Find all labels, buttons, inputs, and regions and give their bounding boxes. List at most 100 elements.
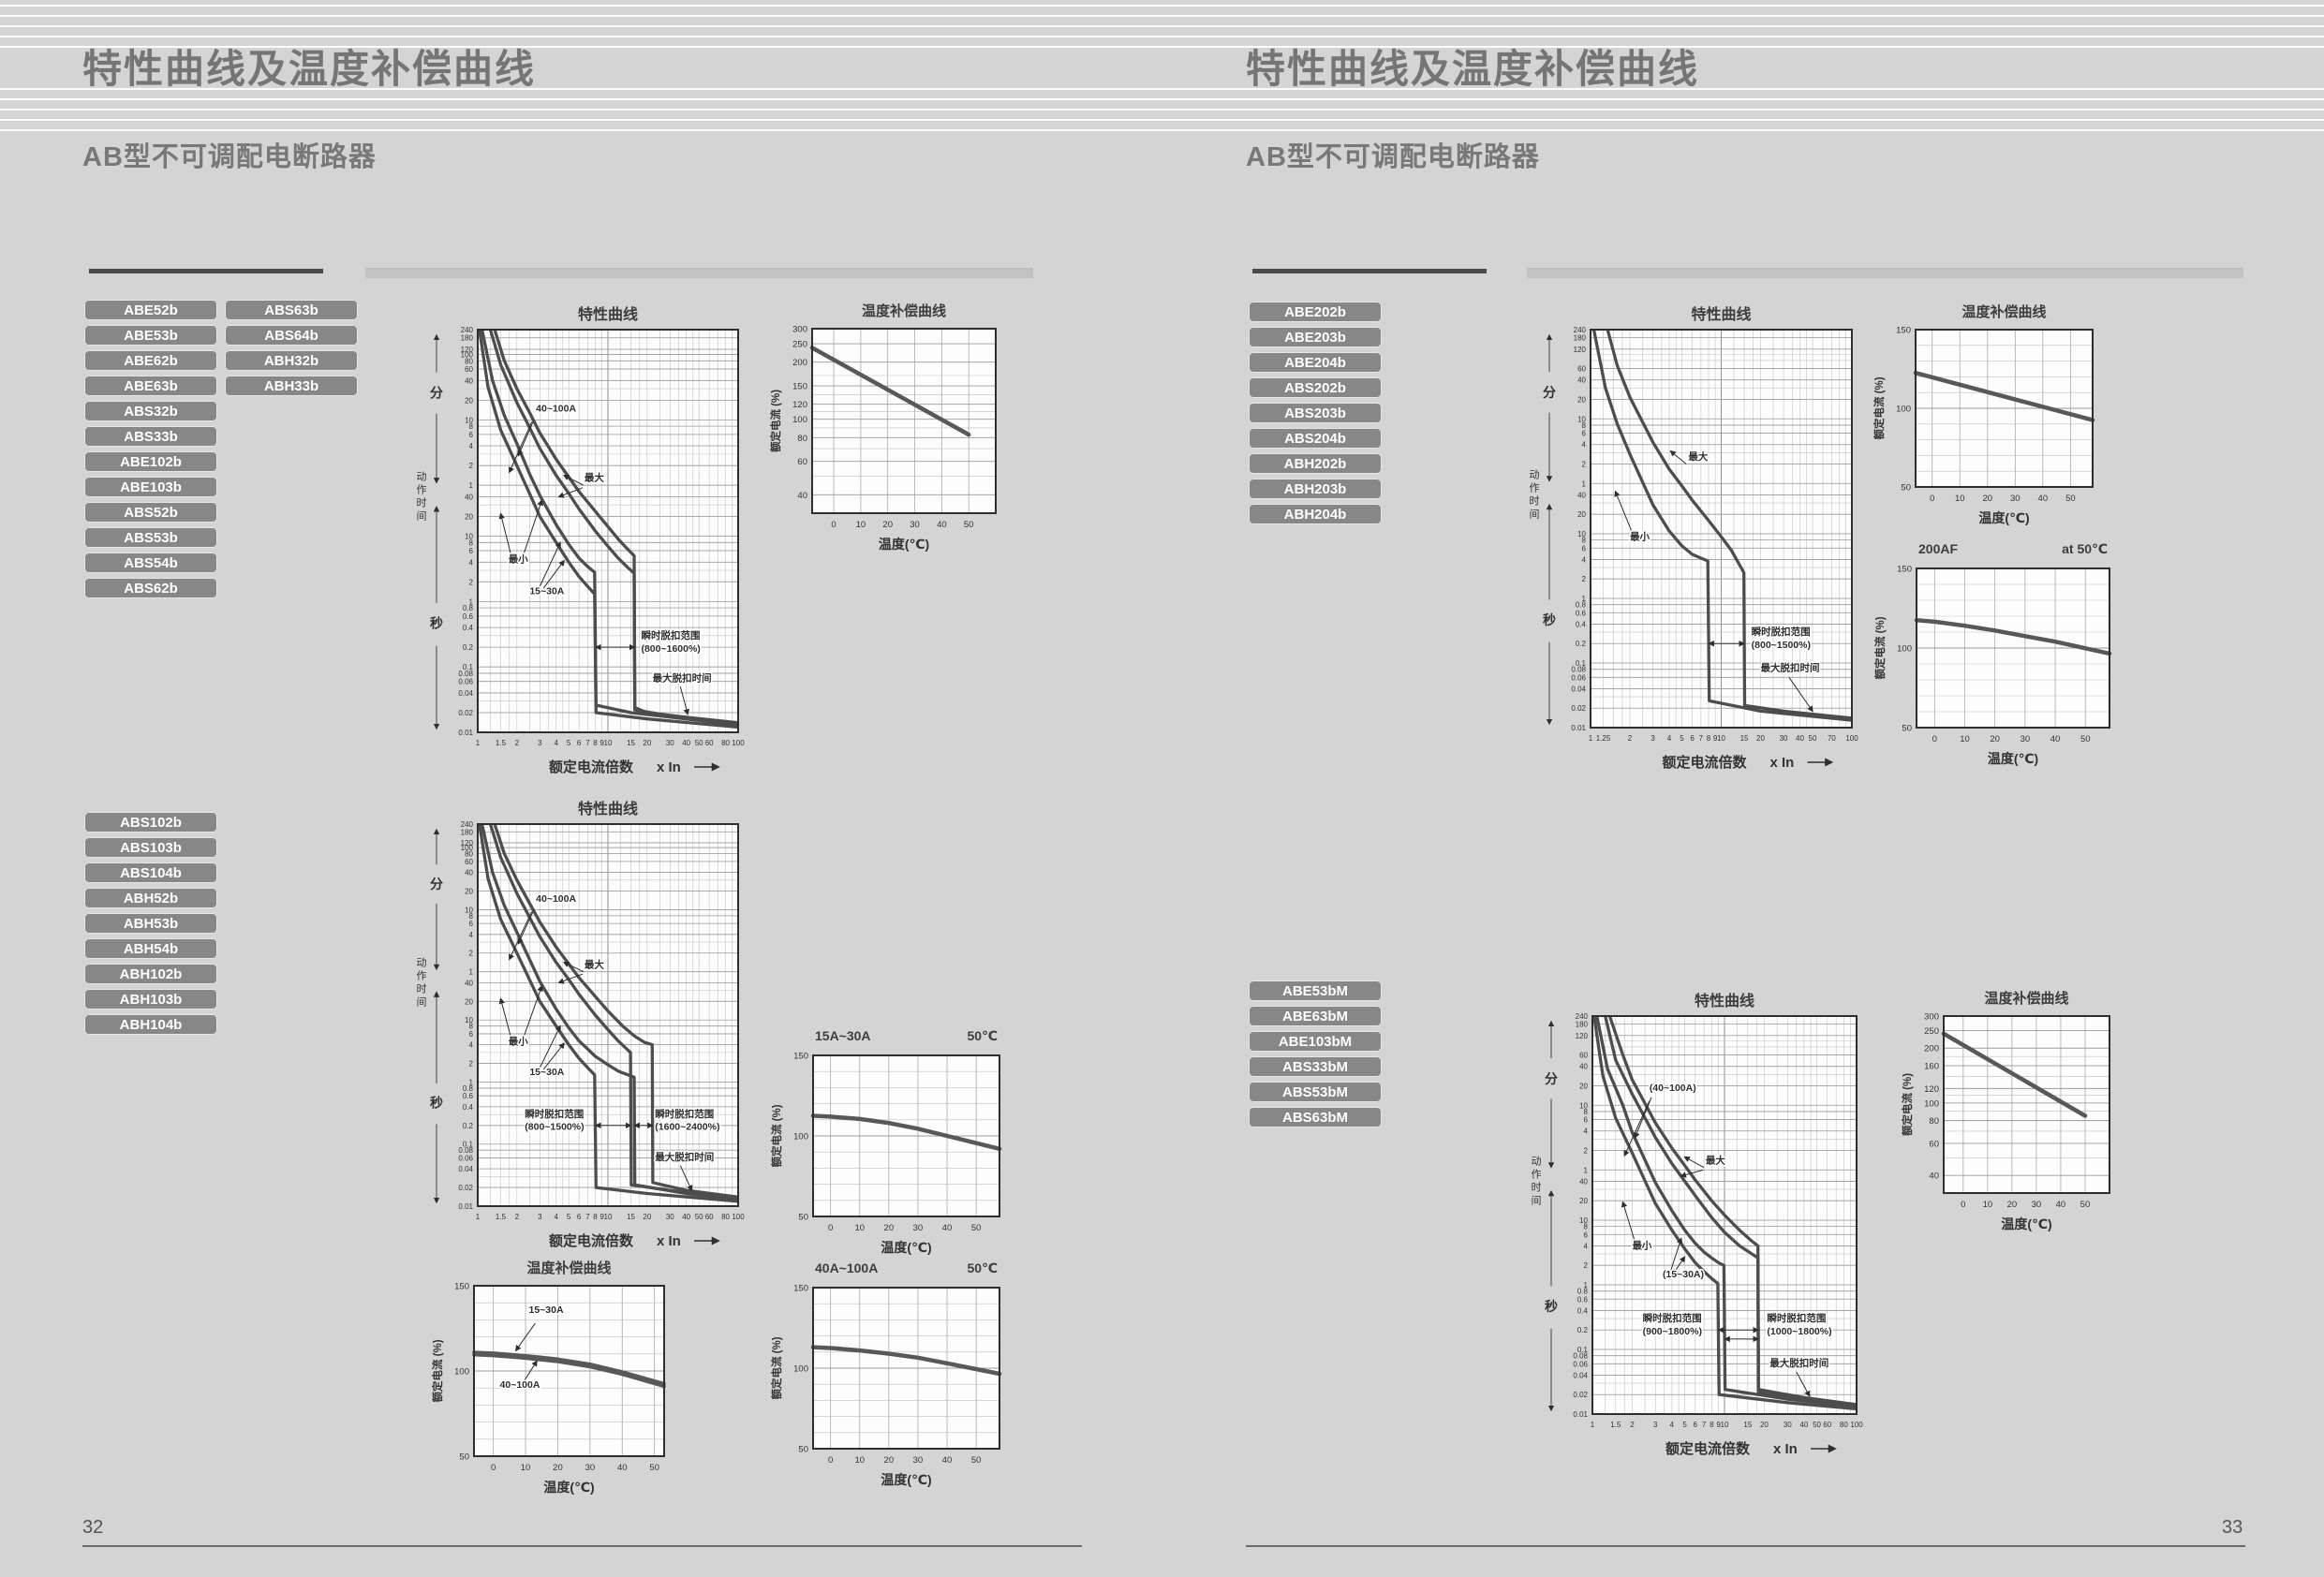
svg-text:最大脱扣时间: 最大脱扣时间 bbox=[1760, 662, 1819, 674]
svg-text:50: 50 bbox=[649, 1463, 659, 1473]
svg-text:温度补偿曲线: 温度补偿曲线 bbox=[1961, 303, 2046, 320]
page-number-right: 33 bbox=[2222, 1517, 2243, 1538]
svg-text:6: 6 bbox=[1582, 430, 1587, 438]
model-badge: ABS102b bbox=[84, 812, 217, 833]
model-badge: ABS104b bbox=[84, 862, 217, 883]
svg-text:间: 间 bbox=[1532, 1195, 1542, 1207]
svg-text:15: 15 bbox=[627, 1213, 635, 1221]
svg-text:80: 80 bbox=[721, 739, 730, 747]
svg-text:0.2: 0.2 bbox=[1577, 1326, 1589, 1334]
svg-text:4: 4 bbox=[1582, 555, 1587, 564]
svg-text:120: 120 bbox=[461, 346, 474, 354]
svg-text:0.4: 0.4 bbox=[1576, 620, 1587, 628]
svg-text:40: 40 bbox=[2056, 1200, 2066, 1210]
svg-text:1.5: 1.5 bbox=[496, 739, 507, 747]
svg-text:温度补偿曲线: 温度补偿曲线 bbox=[862, 302, 946, 319]
svg-text:x In: x In bbox=[657, 1233, 681, 1249]
svg-text:(40~100A): (40~100A) bbox=[1650, 1083, 1696, 1094]
svg-text:180: 180 bbox=[461, 828, 474, 836]
svg-text:2: 2 bbox=[469, 578, 474, 586]
svg-text:最大: 最大 bbox=[585, 958, 604, 970]
svg-text:0.06: 0.06 bbox=[1571, 673, 1586, 682]
svg-text:10: 10 bbox=[854, 1223, 865, 1233]
svg-text:15~30A: 15~30A bbox=[529, 585, 564, 597]
svg-text:60: 60 bbox=[1823, 1421, 1831, 1429]
svg-text:300: 300 bbox=[1924, 1012, 1939, 1023]
svg-text:40: 40 bbox=[1579, 1177, 1588, 1186]
svg-text:0: 0 bbox=[491, 1463, 496, 1473]
model-badge: ABE202b bbox=[1249, 302, 1382, 322]
svg-text:秒: 秒 bbox=[1543, 612, 1556, 627]
svg-text:特性曲线: 特性曲线 bbox=[578, 800, 638, 818]
svg-text:动: 动 bbox=[1532, 1156, 1542, 1168]
svg-text:0.08: 0.08 bbox=[1573, 1352, 1588, 1361]
svg-text:2: 2 bbox=[1584, 1146, 1589, 1155]
svg-text:20: 20 bbox=[1756, 734, 1765, 743]
svg-text:10: 10 bbox=[1577, 415, 1586, 423]
separator-bar-right bbox=[1527, 268, 2243, 278]
svg-text:30: 30 bbox=[585, 1463, 596, 1473]
svg-text:0.08: 0.08 bbox=[458, 670, 473, 678]
svg-text:秒: 秒 bbox=[430, 616, 443, 631]
svg-text:30: 30 bbox=[2021, 734, 2031, 744]
svg-text:最小: 最小 bbox=[509, 553, 528, 565]
svg-text:4: 4 bbox=[1582, 441, 1587, 450]
model-badge: ABS203b bbox=[1249, 403, 1382, 423]
svg-text:8: 8 bbox=[469, 1023, 474, 1031]
svg-text:作: 作 bbox=[1532, 1169, 1542, 1181]
svg-text:100: 100 bbox=[792, 415, 807, 425]
decorative-stripe-band-subtitle bbox=[0, 88, 2324, 133]
svg-text:间: 间 bbox=[1530, 508, 1540, 521]
svg-text:6: 6 bbox=[1690, 734, 1695, 743]
model-badge: ABE63bM bbox=[1249, 1006, 1382, 1026]
svg-text:2: 2 bbox=[1628, 734, 1633, 743]
svg-text:0.01: 0.01 bbox=[458, 1202, 473, 1211]
svg-text:10: 10 bbox=[604, 739, 613, 747]
svg-text:60: 60 bbox=[1577, 365, 1586, 374]
svg-text:特性曲线: 特性曲线 bbox=[1695, 992, 1754, 1010]
svg-text:40~100A: 40~100A bbox=[536, 404, 576, 415]
svg-text:20: 20 bbox=[2007, 1200, 2018, 1210]
svg-text:额定电流倍数: 额定电流倍数 bbox=[549, 1232, 634, 1249]
svg-text:20: 20 bbox=[465, 887, 473, 895]
svg-text:额定电流 (%): 额定电流 (%) bbox=[770, 1104, 783, 1167]
svg-text:0.6: 0.6 bbox=[1576, 609, 1587, 617]
svg-text:10: 10 bbox=[604, 1213, 613, 1221]
model-badge: ABS52b bbox=[84, 502, 217, 523]
separator-dark-left bbox=[89, 269, 323, 273]
svg-text:15: 15 bbox=[627, 739, 635, 747]
svg-text:20: 20 bbox=[465, 513, 473, 522]
model-badge: ABE53b bbox=[84, 325, 217, 346]
svg-text:秒: 秒 bbox=[1545, 1299, 1558, 1314]
svg-text:50: 50 bbox=[971, 1223, 982, 1233]
model-badge: ABH33b bbox=[225, 376, 358, 396]
svg-text:5: 5 bbox=[567, 739, 571, 747]
svg-text:10: 10 bbox=[1577, 530, 1586, 538]
svg-text:10: 10 bbox=[1955, 494, 1965, 504]
svg-text:最小: 最小 bbox=[1632, 1240, 1652, 1252]
svg-text:20: 20 bbox=[1982, 494, 1992, 504]
model-badge: ABS62b bbox=[84, 578, 217, 598]
svg-text:1.5: 1.5 bbox=[1610, 1421, 1621, 1429]
svg-text:0.06: 0.06 bbox=[458, 1154, 473, 1162]
svg-text:0.2: 0.2 bbox=[463, 643, 474, 652]
svg-text:8: 8 bbox=[593, 739, 598, 747]
bottom-rule-right bbox=[1246, 1545, 2245, 1547]
page-subtitle-left: AB型不可调配电断路器 bbox=[82, 142, 377, 172]
svg-text:0.02: 0.02 bbox=[458, 1184, 473, 1192]
model-badge: ABS64b bbox=[225, 325, 358, 346]
svg-text:分: 分 bbox=[430, 877, 443, 892]
svg-text:250: 250 bbox=[1924, 1026, 1939, 1037]
svg-text:1: 1 bbox=[1582, 479, 1587, 488]
separator-dark-right bbox=[1252, 269, 1487, 273]
svg-text:时: 时 bbox=[417, 497, 427, 509]
svg-text:3: 3 bbox=[538, 739, 542, 747]
svg-text:40: 40 bbox=[682, 739, 690, 747]
svg-text:120: 120 bbox=[792, 400, 807, 410]
svg-text:250: 250 bbox=[792, 340, 807, 350]
svg-text:最大脱扣时间: 最大脱扣时间 bbox=[653, 672, 712, 685]
svg-text:50: 50 bbox=[1902, 724, 1912, 734]
